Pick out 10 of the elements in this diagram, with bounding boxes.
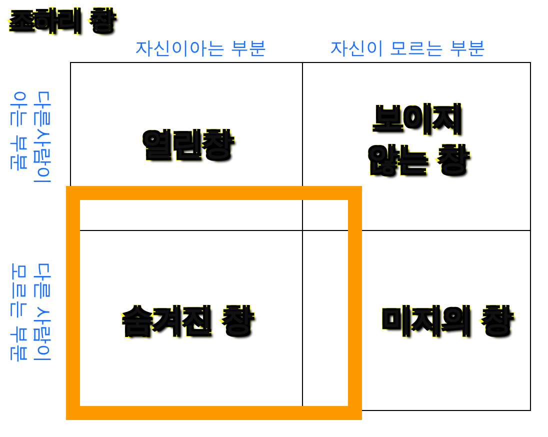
row-header: 다른사람이 아는 부분 (6, 90, 54, 187)
column-header: 자신이 모르는 부분 (330, 37, 486, 60)
grid-cell (302, 62, 531, 231)
window-label: 보이지 않는 창 (366, 100, 470, 178)
title: 조하리 창 (10, 5, 114, 36)
window-label: 열린창 (142, 126, 234, 164)
window-label: 숨겨진 창 (121, 302, 254, 340)
window-label: 미지의 창 (380, 302, 514, 340)
row-header: 다른 사람이 모르는 부분 (6, 262, 54, 366)
column-header: 자신이아는 부분 (135, 37, 267, 60)
